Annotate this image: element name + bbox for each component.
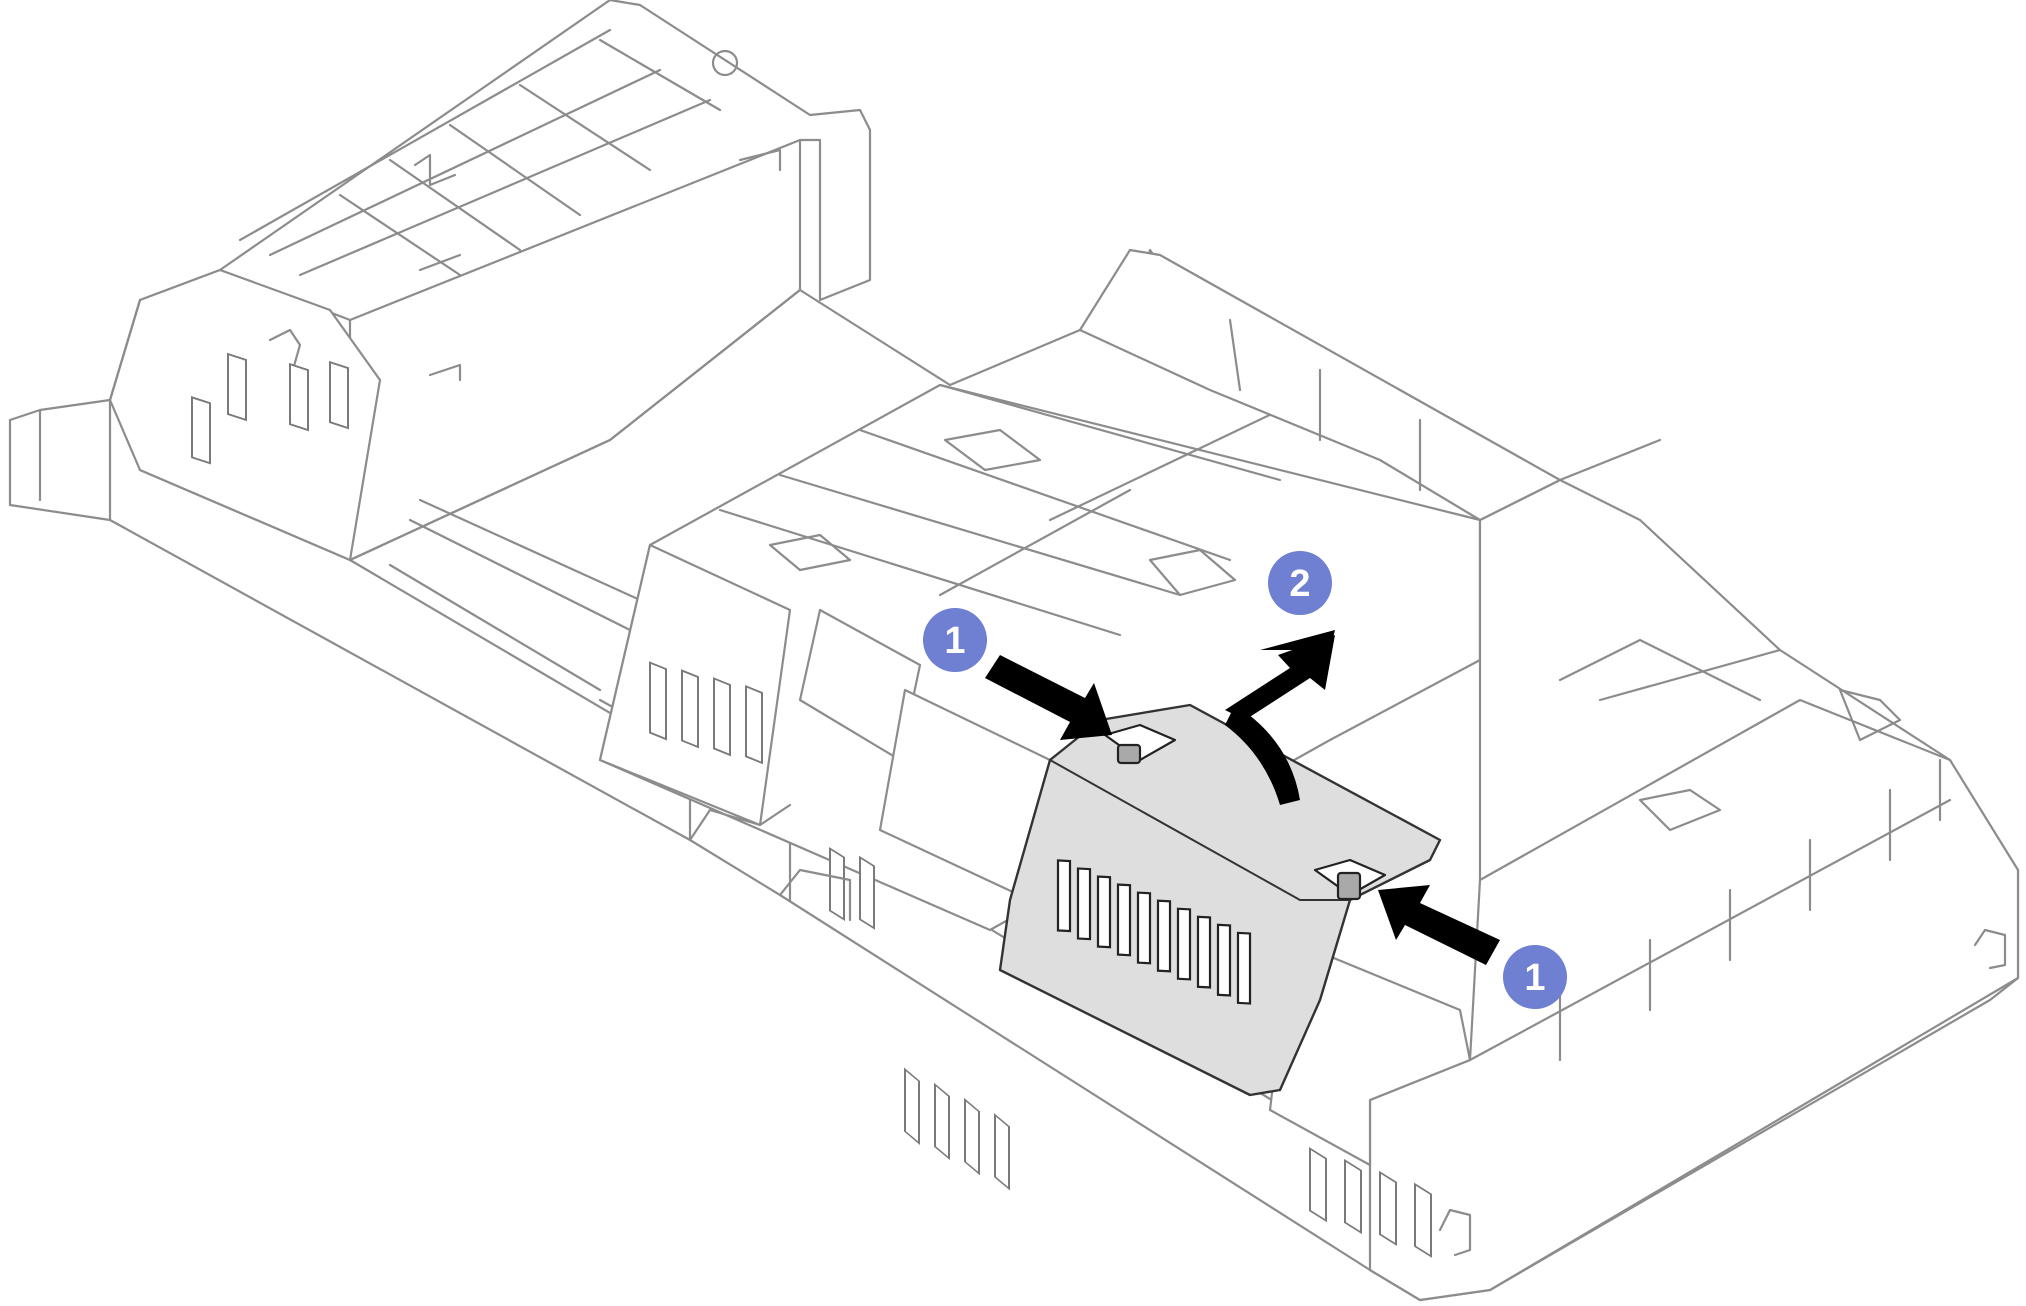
cover-vent-slot xyxy=(1156,899,1172,973)
left-rear-block-top xyxy=(218,28,802,562)
vent-slot xyxy=(964,1097,980,1176)
filler-cover-fold xyxy=(1049,759,1351,901)
vent-slot xyxy=(227,352,247,422)
lift-arrow-curve xyxy=(1225,705,1300,805)
right-notch-top xyxy=(1638,688,1902,832)
vent-slot xyxy=(829,847,845,922)
baffle-filler-cover xyxy=(998,703,1442,1097)
callout-label: 1 xyxy=(1524,957,1545,999)
cover-vent-slot xyxy=(1216,923,1232,997)
baffle-base-inner xyxy=(8,398,112,502)
vent-slot xyxy=(994,1113,1010,1191)
air-baffle-body xyxy=(8,0,2020,1302)
vent-slot xyxy=(713,677,731,757)
lift-arrow-head xyxy=(1260,630,1335,650)
right-side-ridges xyxy=(1558,758,1942,1062)
mount-hole xyxy=(711,49,739,77)
callout-badge-circle xyxy=(923,608,987,672)
latch-tab-left xyxy=(1116,743,1142,765)
vent-slot xyxy=(681,669,699,749)
callout-badge-circle xyxy=(1268,551,1332,615)
lift-arrow-up xyxy=(1225,635,1335,720)
mid-vent-block xyxy=(798,608,922,762)
center-shroud-ridges xyxy=(718,383,1282,637)
callout-label: 2 xyxy=(1289,563,1310,605)
right-rear-ribs xyxy=(1228,318,1422,492)
callout-label: 1 xyxy=(944,620,965,662)
callout-badge-1-right: 1 xyxy=(1503,945,1567,1009)
callout-badge-2: 2 xyxy=(1268,551,1332,615)
filler-cover-shape xyxy=(998,703,1442,1097)
callout-badge-circle xyxy=(1503,945,1567,1009)
front-hook-right xyxy=(1973,928,2007,970)
vent-slot xyxy=(859,855,875,930)
vent-slot xyxy=(1344,1158,1362,1235)
cover-vent-slot xyxy=(1236,931,1252,1005)
cover-vent-slot xyxy=(1196,915,1212,989)
cover-vent-slot xyxy=(1176,907,1192,981)
center-shroud xyxy=(598,383,1482,932)
vent-slot xyxy=(904,1067,920,1145)
right-side-block-top xyxy=(1468,438,1952,1062)
vent-slot xyxy=(934,1082,950,1161)
cover-vent-slot xyxy=(1096,875,1112,949)
left-front-face-bevel xyxy=(108,298,302,402)
cover-vent-slot xyxy=(1076,867,1092,941)
action-arrows xyxy=(985,630,1500,965)
front-hook-left xyxy=(1438,1208,1472,1257)
push-arrow-right xyxy=(1378,885,1500,965)
vent-slot xyxy=(649,661,667,741)
middle-channel-rails xyxy=(388,498,642,692)
cover-vent-slot xyxy=(1056,859,1072,933)
cover-vent-slot xyxy=(1136,891,1152,965)
latch-notch-left xyxy=(413,148,782,382)
latch-tab-right xyxy=(1336,871,1362,901)
push-arrow-left xyxy=(985,655,1112,740)
vent-slot xyxy=(329,360,349,430)
cover-vent-slot xyxy=(1116,883,1132,957)
callout-badge-1-left: 1 xyxy=(923,608,987,672)
vent-slot xyxy=(289,362,309,432)
vent-slot xyxy=(1309,1146,1327,1223)
vent-slot xyxy=(745,684,763,765)
vent-slot xyxy=(1414,1182,1432,1258)
center-shroud-windows xyxy=(768,428,1237,597)
left-rear-block-grid xyxy=(338,38,722,277)
front-step xyxy=(688,803,852,922)
vent-slot xyxy=(191,396,211,465)
vent-slot xyxy=(1379,1170,1397,1246)
